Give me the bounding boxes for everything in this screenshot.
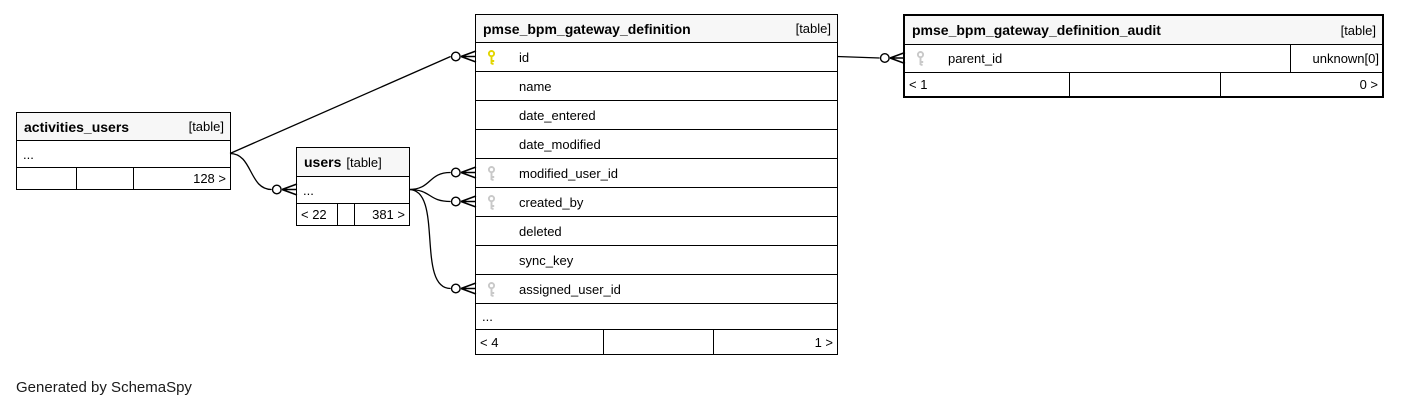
table-footer: < 1 0 > <box>905 72 1382 96</box>
foreign-key-icon <box>486 165 497 181</box>
column-name: date_modified <box>519 136 601 152</box>
column-name: id <box>519 49 530 65</box>
no-key-spacer <box>486 137 497 152</box>
relationship-edge <box>408 188 477 208</box>
table-type-tag: [table] <box>346 154 382 170</box>
table-name: pmse_bpm_gateway_definition <box>483 20 691 37</box>
crows-foot-connector <box>460 195 477 208</box>
table-name: pmse_bpm_gateway_definition_audit <box>912 22 1161 38</box>
column-name: created_by <box>519 194 584 210</box>
table-users[interactable]: users [table] ... < 22 381 > <box>296 147 410 226</box>
footer-cell <box>337 204 354 225</box>
column-name: name <box>519 78 552 94</box>
column-name: modified_user_id <box>519 165 619 181</box>
column-row-deleted[interactable]: deleted <box>476 216 837 245</box>
table-footer: < 4 1 > <box>476 329 837 354</box>
no-key-spacer <box>486 253 497 268</box>
table-footer: 128 > <box>17 167 230 189</box>
no-key-spacer <box>486 108 497 123</box>
collapsed-columns-row[interactable]: ... <box>476 303 837 329</box>
footer-cell <box>603 330 713 354</box>
relationship-edge <box>229 50 477 155</box>
crows-foot-connector <box>460 50 477 63</box>
primary-key-icon <box>486 49 497 65</box>
crows-foot-connector <box>281 183 298 196</box>
zero-or-one-circle <box>879 53 890 64</box>
footer-degree-count: 128 > <box>133 168 230 189</box>
column-row-date-entered[interactable]: date_entered <box>476 100 837 129</box>
column-row-id[interactable]: id <box>476 42 837 71</box>
footer-cell <box>17 168 76 189</box>
crows-foot-connector <box>460 166 477 179</box>
zero-or-one-circle <box>450 283 461 294</box>
footer-degree-count: < 1 <box>909 77 928 92</box>
collapsed-columns-row[interactable]: ... <box>297 176 409 203</box>
column-row-parent-id[interactable]: parent_id unknown[0] <box>905 44 1382 72</box>
crows-foot-connector <box>460 282 477 295</box>
no-key-spacer <box>486 224 497 239</box>
collapsed-columns-row[interactable]: ... <box>17 140 230 167</box>
table-name: activities_users <box>24 118 130 135</box>
zero-or-one-circle <box>450 196 461 207</box>
table-type-tag: [table] <box>188 119 224 134</box>
relationship-edge <box>229 152 298 196</box>
table-header-pmse-bpm-gateway-definition[interactable]: pmse_bpm_gateway_definition [table] <box>476 15 837 42</box>
column-index-note: unknown[0] <box>1290 45 1382 72</box>
footer-degree-count: < 22 <box>301 207 327 222</box>
column-name: parent_id <box>948 51 1003 66</box>
footer-degree-count: 0 > <box>1220 73 1382 96</box>
column-row-sync-key[interactable]: sync_key <box>476 245 837 274</box>
footer-cell <box>76 168 133 189</box>
relationship-edge <box>836 51 906 65</box>
table-header-activities-users[interactable]: activities_users [table] <box>17 113 230 140</box>
no-key-spacer <box>486 79 497 94</box>
table-type-tag: [table] <box>795 21 831 36</box>
foreign-key-icon <box>486 194 497 210</box>
zero-or-one-circle <box>271 184 282 195</box>
column-row-assigned-user-id[interactable]: assigned_user_id <box>476 274 837 303</box>
table-name: users <box>304 154 342 170</box>
footer-degree-count: 381 > <box>354 204 409 225</box>
column-name: assigned_user_id <box>519 281 621 297</box>
table-activities-users[interactable]: activities_users [table] ... 128 > <box>16 112 231 190</box>
relationship-edge <box>408 166 477 191</box>
schemaspy-caption: Generated by SchemaSpy <box>16 379 192 396</box>
column-name: deleted <box>519 223 562 239</box>
zero-or-one-circle <box>450 51 461 62</box>
foreign-key-icon <box>915 51 926 66</box>
footer-cell <box>1069 73 1220 96</box>
foreign-key-icon <box>486 281 497 297</box>
zero-or-one-circle <box>450 167 461 178</box>
column-name: date_entered <box>519 107 596 123</box>
table-footer: < 22 381 > <box>297 203 409 225</box>
footer-degree-count: 1 > <box>713 330 837 354</box>
column-row-created-by[interactable]: created_by <box>476 187 837 216</box>
table-header-pmse-bpm-gateway-definition-audit[interactable]: pmse_bpm_gateway_definition_audit [table… <box>905 16 1382 44</box>
table-header-users[interactable]: users [table] <box>297 148 409 176</box>
table-type-tag: [table] <box>1340 22 1376 38</box>
column-row-modified-user-id[interactable]: modified_user_id <box>476 158 837 187</box>
table-pmse-bpm-gateway-definition-audit[interactable]: pmse_bpm_gateway_definition_audit [table… <box>903 14 1384 98</box>
column-name: sync_key <box>519 252 574 268</box>
footer-degree-count: < 4 <box>480 334 499 350</box>
relationship-edge <box>408 188 477 295</box>
table-pmse-bpm-gateway-definition[interactable]: pmse_bpm_gateway_definition [table] id n… <box>475 14 838 355</box>
column-row-date-modified[interactable]: date_modified <box>476 129 837 158</box>
column-row-name[interactable]: name <box>476 71 837 100</box>
